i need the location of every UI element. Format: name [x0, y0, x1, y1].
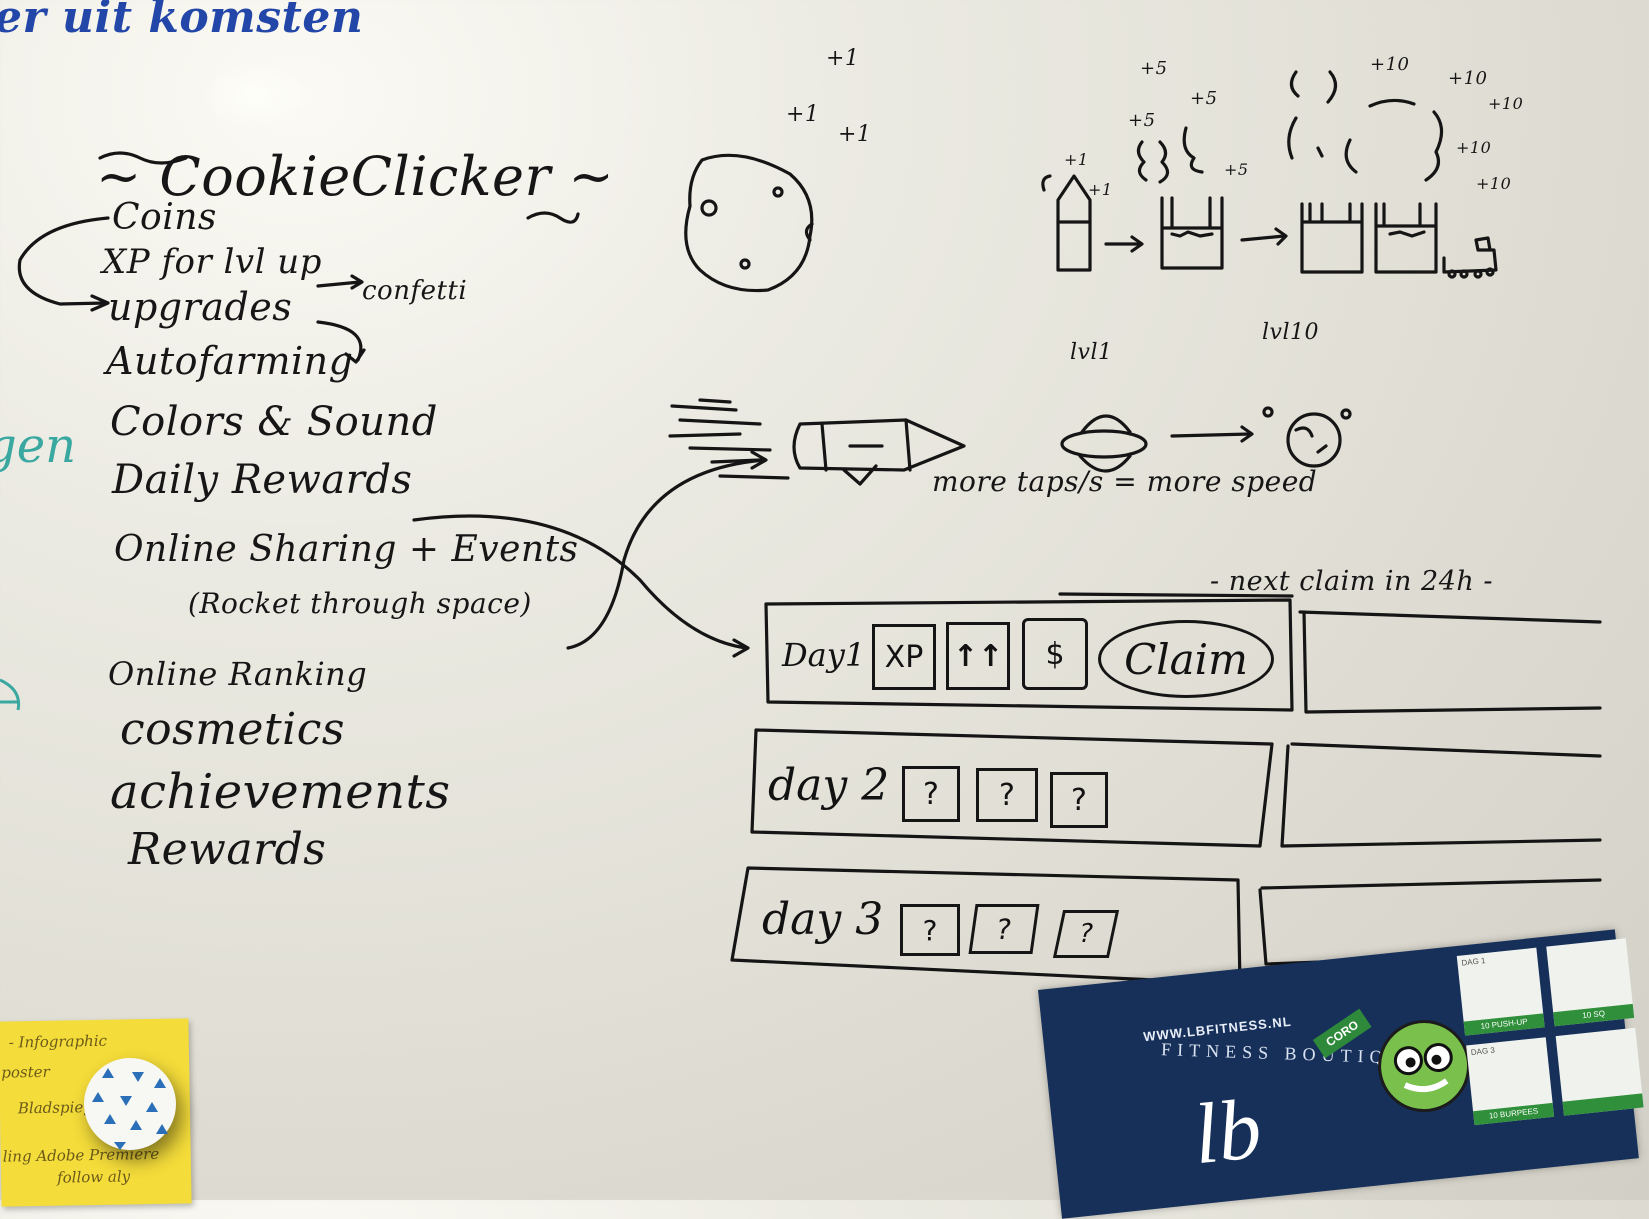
confetti-note: confetti [362, 276, 468, 306]
day-1-label: Day1 [782, 636, 866, 674]
day-2-label: day 2 [768, 760, 890, 811]
feature-rewards: Rewards [128, 824, 327, 875]
page-heading: er uit komsten [0, 0, 364, 43]
building-gain: +10 [1456, 138, 1492, 157]
cookie-gain: +1 [786, 102, 820, 127]
cookie-gain: +1 [826, 46, 860, 71]
virus-mascot-icon [1373, 1015, 1475, 1117]
building-gain: +10 [1488, 94, 1524, 113]
feature-rocket-note: (Rocket through space) [188, 587, 532, 620]
note-line: poster [1, 1062, 50, 1082]
feature-colors-sound: Colors & Sound [110, 399, 438, 445]
building-level-10: lvl10 [1262, 320, 1319, 345]
feature-online-ranking: Online Ranking [108, 655, 368, 693]
mystery-box: ? [900, 904, 960, 956]
note-line: follow aly [56, 1167, 131, 1187]
feature-coins: Coins [112, 197, 217, 238]
feature-daily-rewards: Daily Rewards [112, 457, 413, 503]
feature-upgrades: upgrades [108, 285, 293, 329]
tile-label: DAG 3 [1470, 1045, 1496, 1058]
poster-logo: lb [1188, 1079, 1266, 1183]
tile-label: DAG 1 [1461, 956, 1486, 968]
ink-drawings [17, 70, 1602, 986]
exercise-tile [1555, 1027, 1644, 1116]
building-gain: +1 [1064, 150, 1089, 169]
tile-caption: 10 PUSH-UP [1463, 1013, 1545, 1036]
feature-online-sharing: Online Sharing + Events [114, 529, 579, 570]
side-fragment-gen: gen [0, 418, 77, 474]
building-gain: +5 [1224, 160, 1249, 179]
building-gain: +5 [1140, 58, 1168, 79]
fitness-poster: WWW.LBFITNESS.NL FITNESS BOUTIQUE lb COR… [1038, 929, 1644, 1219]
day-3-label: day 3 [762, 894, 884, 945]
building-gain: +10 [1448, 68, 1488, 89]
mystery-box: ? [902, 766, 960, 822]
building-gain: +10 [1370, 54, 1410, 75]
triangle-pattern-icon [92, 1068, 168, 1150]
next-claim-text: - next claim in 24h - [1210, 566, 1493, 597]
note-line: - Infographic [8, 1031, 108, 1052]
feature-xp: XP for lvl up [102, 242, 322, 282]
exercise-tile: DAG 3 10 BURPEES [1466, 1037, 1555, 1126]
feature-autofarming: Autofarming [106, 339, 354, 383]
claim-button[interactable]: Claim [1098, 620, 1274, 698]
feature-cosmetics: cosmetics [120, 704, 345, 755]
reward-upgrade-box: ↑↑ [946, 622, 1010, 690]
exercise-tile: DAG 1 10 PUSH-UP [1456, 947, 1545, 1036]
teal-arc-mark [0, 678, 21, 711]
building-gain: +5 [1128, 110, 1156, 131]
tile-caption: 10 SQ [1553, 1003, 1635, 1027]
magnet-button [84, 1058, 176, 1150]
reward-coin-box: $ [1022, 618, 1088, 690]
mystery-box: ? [968, 904, 1040, 954]
building-level-1: lvl1 [1070, 340, 1113, 365]
light-glare [200, 60, 310, 130]
mystery-box: ? [976, 768, 1038, 822]
rocket-caption: more taps/s = more speed [932, 465, 1318, 498]
mystery-box: ? [1050, 772, 1108, 828]
exercise-tile: 10 SQ [1546, 938, 1635, 1027]
cookie-gain: +1 [838, 122, 872, 147]
building-gain: +5 [1190, 88, 1218, 109]
tile-caption [1562, 1093, 1644, 1116]
mystery-box: ? [1052, 910, 1120, 958]
tile-caption: 10 BURPEES [1473, 1102, 1555, 1126]
building-gain: +10 [1476, 174, 1512, 193]
feature-achievements: achievements [110, 764, 451, 820]
exercise-tiles: DAG 1 10 PUSH-UP 10 SQ DAG 3 10 BURPEES [1456, 938, 1644, 1126]
building-gain: +1 [1088, 180, 1113, 199]
reward-xp-box: XP [872, 624, 936, 690]
